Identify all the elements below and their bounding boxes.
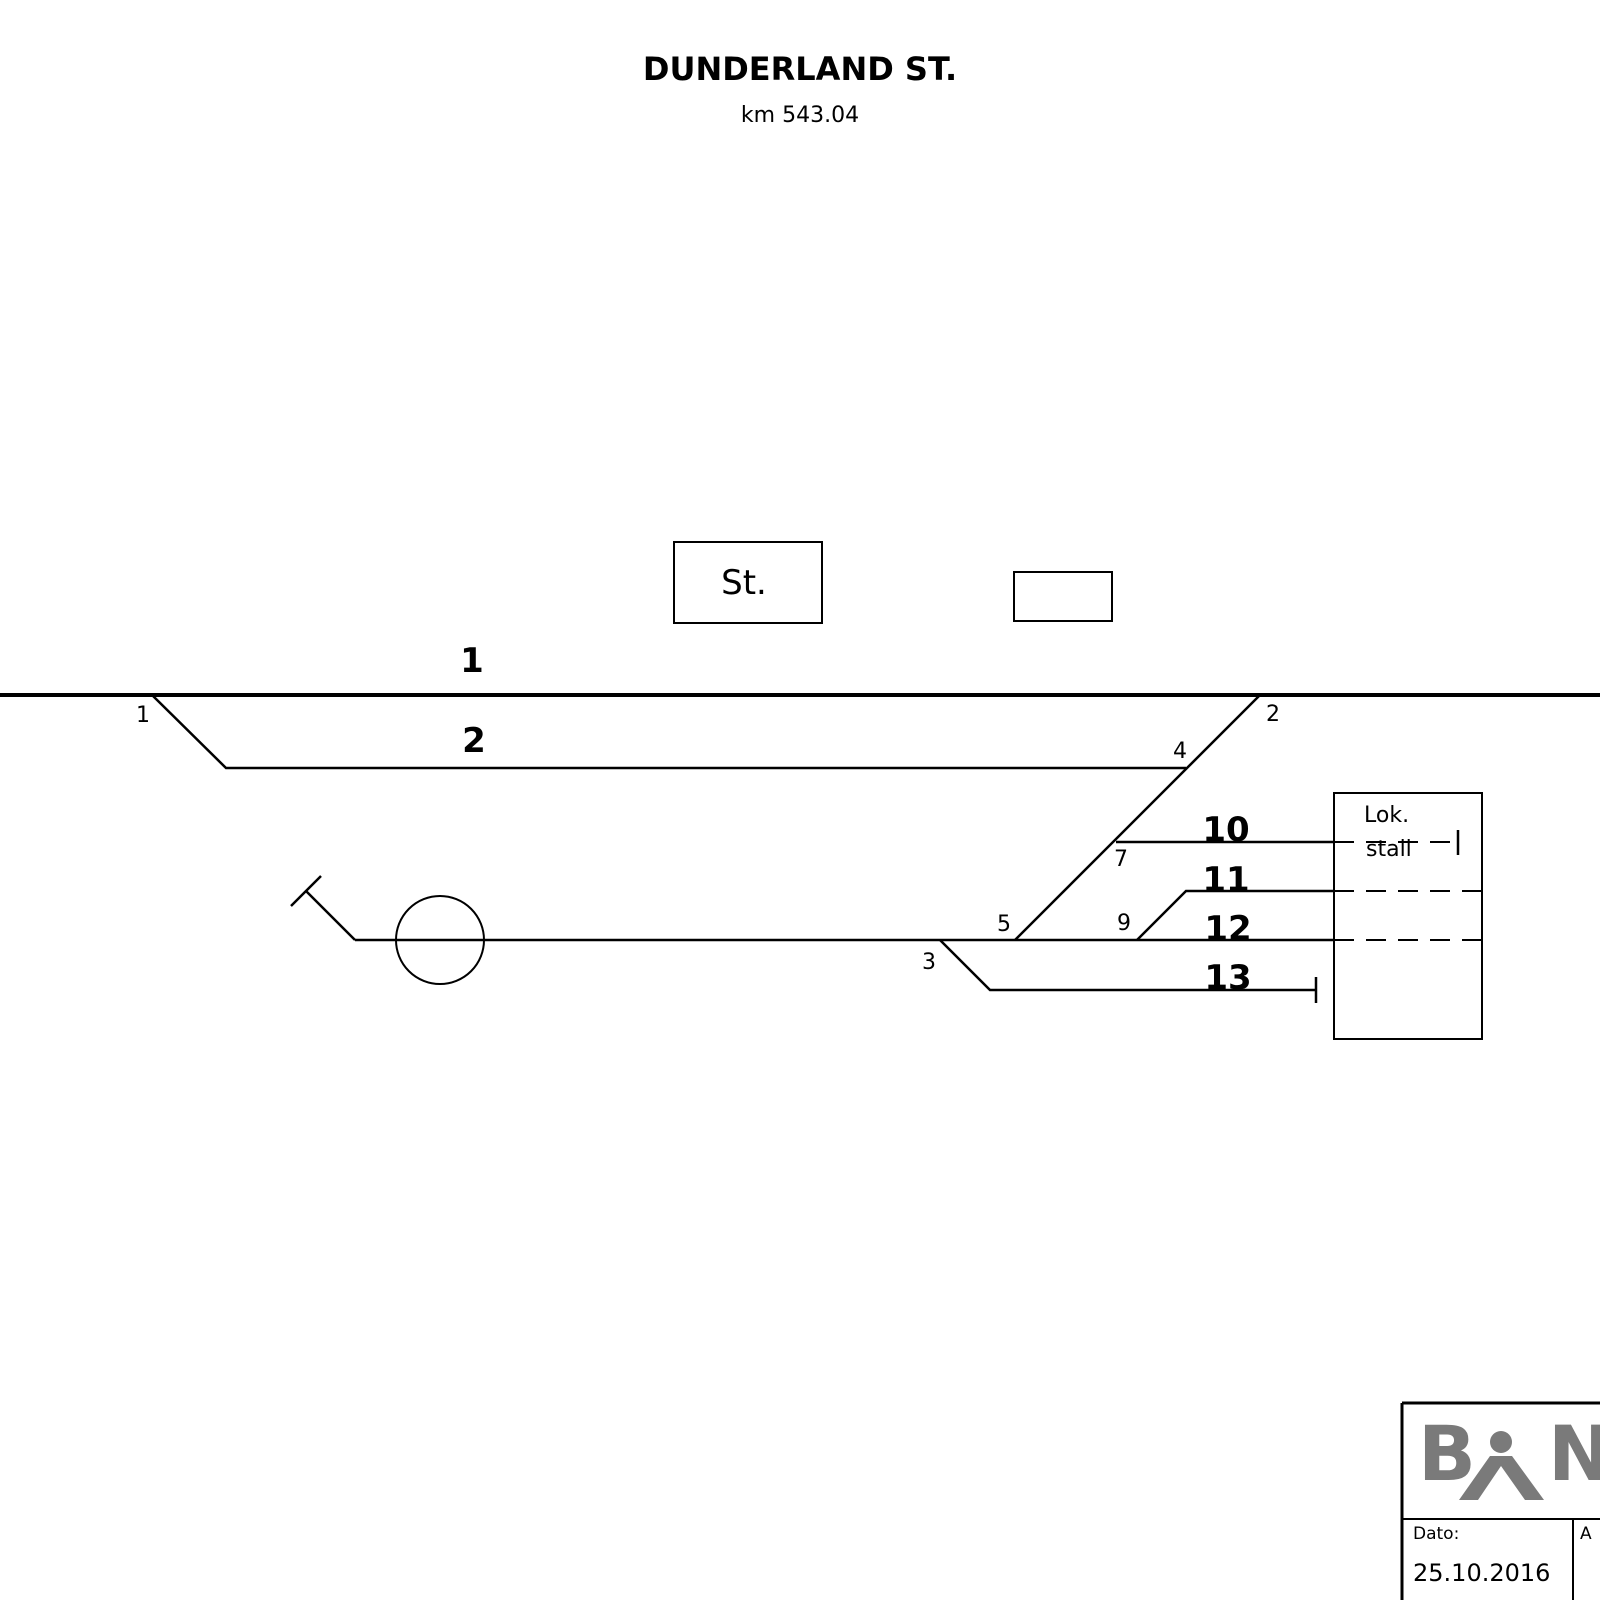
date-label: Dato: xyxy=(1413,1524,1459,1544)
left-spur-line xyxy=(306,891,355,940)
logo-figure-body xyxy=(1459,1456,1544,1500)
station-building-label: St. xyxy=(721,563,767,603)
logo-letter-b: B xyxy=(1418,1409,1476,1498)
switch-5-label: 5 xyxy=(997,912,1011,937)
switch-9-label: 9 xyxy=(1117,911,1131,936)
station-title: DUNDERLAND ST. xyxy=(643,50,957,88)
switch-2-label: 2 xyxy=(1266,702,1280,727)
track-11-label: 11 xyxy=(1202,860,1249,900)
track-12-label: 12 xyxy=(1204,909,1251,949)
title-block: B N Dato: 25.10.2016 A xyxy=(1402,1403,1600,1600)
track-10-label: 10 xyxy=(1202,810,1249,850)
switch-4-label: 4 xyxy=(1173,739,1187,764)
left-spur-buffer-stop xyxy=(291,876,321,906)
track-2-line xyxy=(152,695,1186,768)
switch-7-label: 7 xyxy=(1114,847,1128,872)
track-11-line xyxy=(1137,891,1334,940)
crossover-line xyxy=(1015,695,1260,940)
logo-figure-head xyxy=(1490,1431,1512,1453)
small-building xyxy=(1014,572,1112,621)
track-13-line xyxy=(940,940,1316,990)
track-2-label: 2 xyxy=(462,721,486,761)
track-1-label: 1 xyxy=(460,641,484,681)
logo-letter-n: N xyxy=(1548,1409,1600,1498)
date-value: 25.10.2016 xyxy=(1413,1559,1550,1587)
switch-3-label: 3 xyxy=(922,950,936,975)
switch-1-label: 1 xyxy=(136,703,150,728)
turntable xyxy=(396,896,484,984)
track-13-label: 13 xyxy=(1204,958,1251,998)
station-km: km 543.04 xyxy=(741,103,859,128)
station-building xyxy=(674,542,822,623)
next-field-label: A xyxy=(1580,1524,1592,1544)
engine-shed-label-line1: Lok. xyxy=(1364,803,1409,828)
engine-shed xyxy=(1334,793,1482,1039)
engine-shed-label-line2: stall xyxy=(1366,837,1412,862)
